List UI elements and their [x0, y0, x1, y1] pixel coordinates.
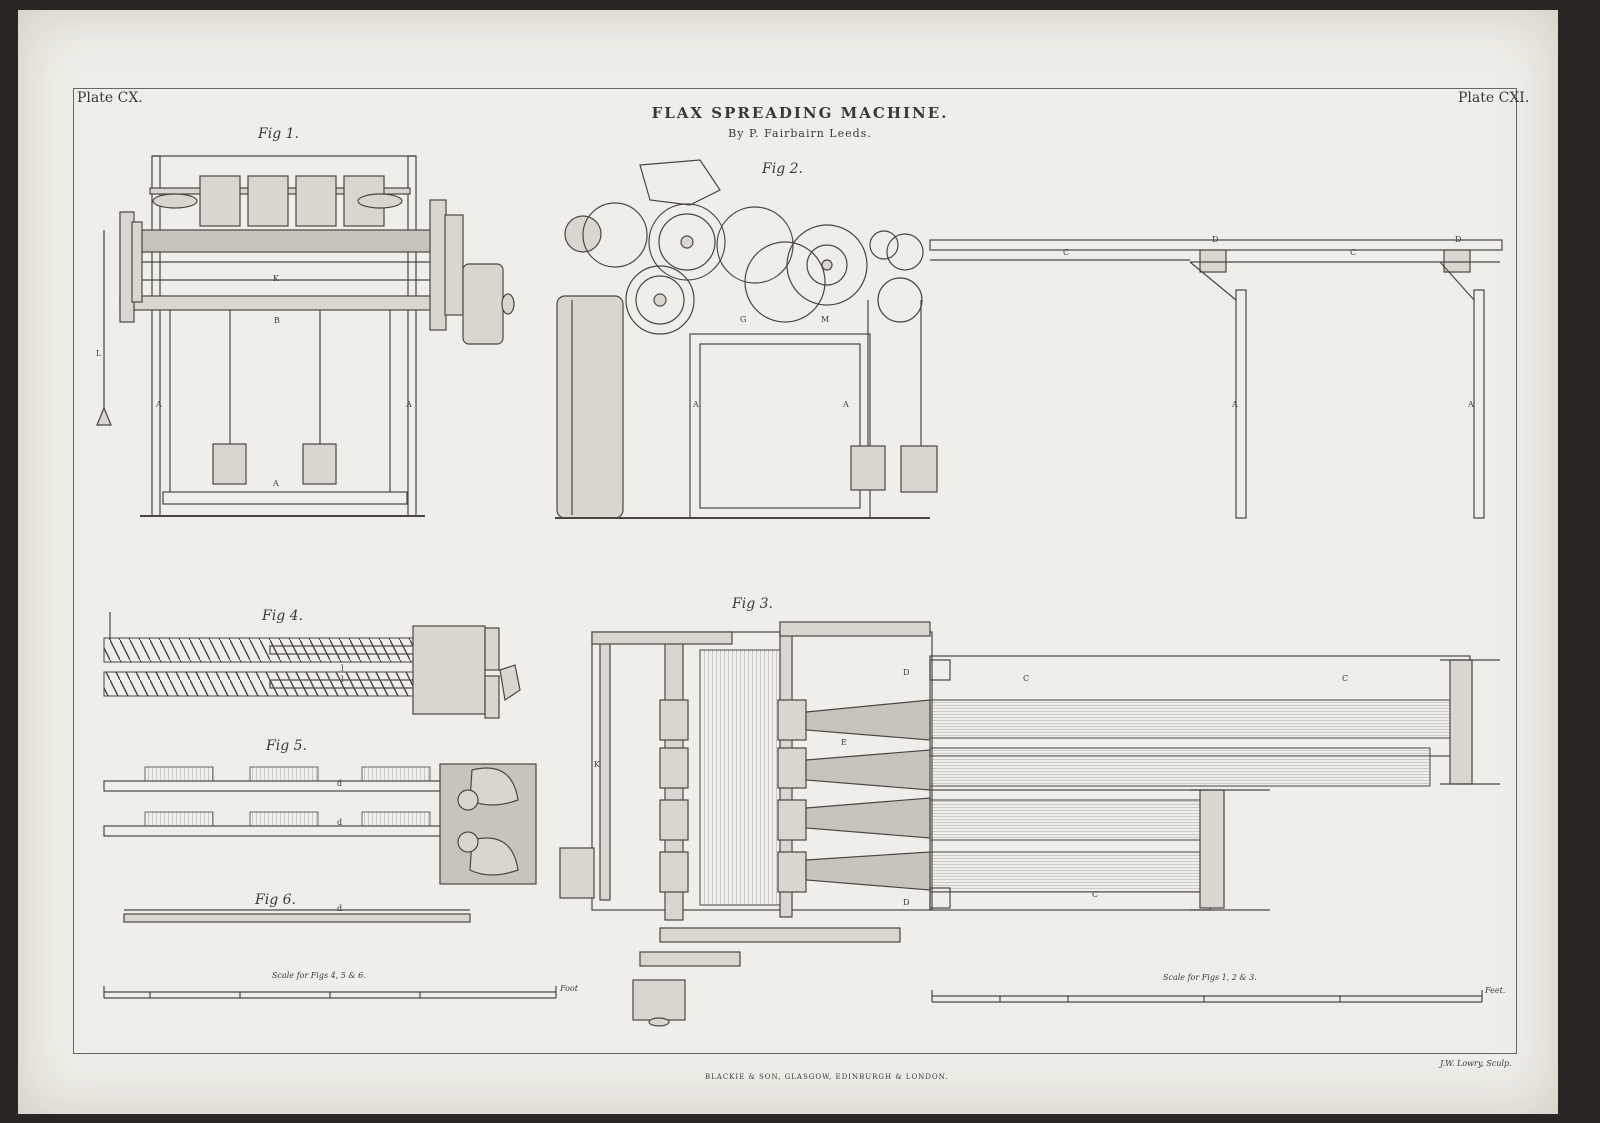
fig3-plan [559, 621, 1500, 1027]
fig6-caption: Fig 6. [255, 892, 296, 908]
label-L-fig1: L [96, 349, 102, 358]
label-C-fig2-2: C [1350, 248, 1357, 257]
label-D-fig3-2: D [903, 898, 910, 907]
scale-end-right: Feet. [1485, 986, 1506, 995]
label-K-fig3: K [594, 760, 600, 769]
scale-end-left: Foot [560, 984, 578, 993]
publisher-imprint: BLACKIE & SON, GLASGOW, EDINBURGH & LOND… [705, 1073, 949, 1081]
label-E-fig3-1: E [841, 738, 847, 747]
label-C-fig3-3: C [1092, 890, 1099, 899]
label-K-fig1: K [273, 274, 279, 283]
label-D-fig3-1: D [903, 668, 910, 677]
label-C-fig3-2: C [1342, 674, 1349, 683]
scale-bar-right [931, 990, 1483, 1003]
scale-bar-left [103, 986, 557, 999]
label-A-fig2-1: A [693, 400, 699, 409]
label-d-fig6: d [337, 904, 343, 913]
fig4-screws [103, 612, 521, 719]
plate-number-right: Plate CXI. [1458, 90, 1530, 106]
label-C-fig2-1: C [1063, 248, 1070, 257]
scale-caption-left: Scale for Figs 4, 5 & 6. [272, 971, 366, 980]
plate-title: FLAX SPREADING MACHINE. [651, 104, 949, 122]
fig2-caption: Fig 2. [762, 161, 803, 177]
fig2-side-elevation [555, 159, 1503, 519]
engraver-credit: J.W. Lowry, Sculp. [1440, 1059, 1512, 1068]
label-B-fig1: B [274, 316, 280, 325]
label-d-fig5-2: d [337, 818, 343, 827]
fig5-caption: Fig 5. [266, 738, 307, 754]
label-M-fig2: M [821, 315, 830, 324]
label-A-fig1-right: A [406, 400, 412, 409]
label-l-fig4-1: l [341, 664, 344, 673]
plate-number-left: Plate CX. [77, 90, 143, 106]
plate-subtitle: By P. Fairbairn Leeds. [728, 127, 872, 140]
label-A-fig1-left: A [156, 400, 162, 409]
scale-caption-right: Scale for Figs 1, 2 & 3. [1163, 973, 1257, 982]
plate-border [73, 88, 1517, 1054]
fig5-gill-bars [103, 763, 537, 885]
label-A-fig1-base: A [273, 479, 279, 488]
label-G-fig2: G [740, 315, 747, 324]
fig1-caption: Fig 1. [258, 126, 299, 142]
fig4-caption: Fig 4. [262, 608, 303, 624]
label-C-fig3-1: C [1023, 674, 1030, 683]
fig1-end-elevation [96, 155, 515, 517]
fig3-caption: Fig 3. [732, 596, 773, 612]
fig6-bar [123, 909, 471, 923]
label-A-fig2-4: A [1468, 400, 1474, 409]
label-d-fig5-1: d [337, 779, 343, 788]
label-A-fig2-2: A [843, 400, 849, 409]
label-A-fig2-3: A [1232, 400, 1238, 409]
